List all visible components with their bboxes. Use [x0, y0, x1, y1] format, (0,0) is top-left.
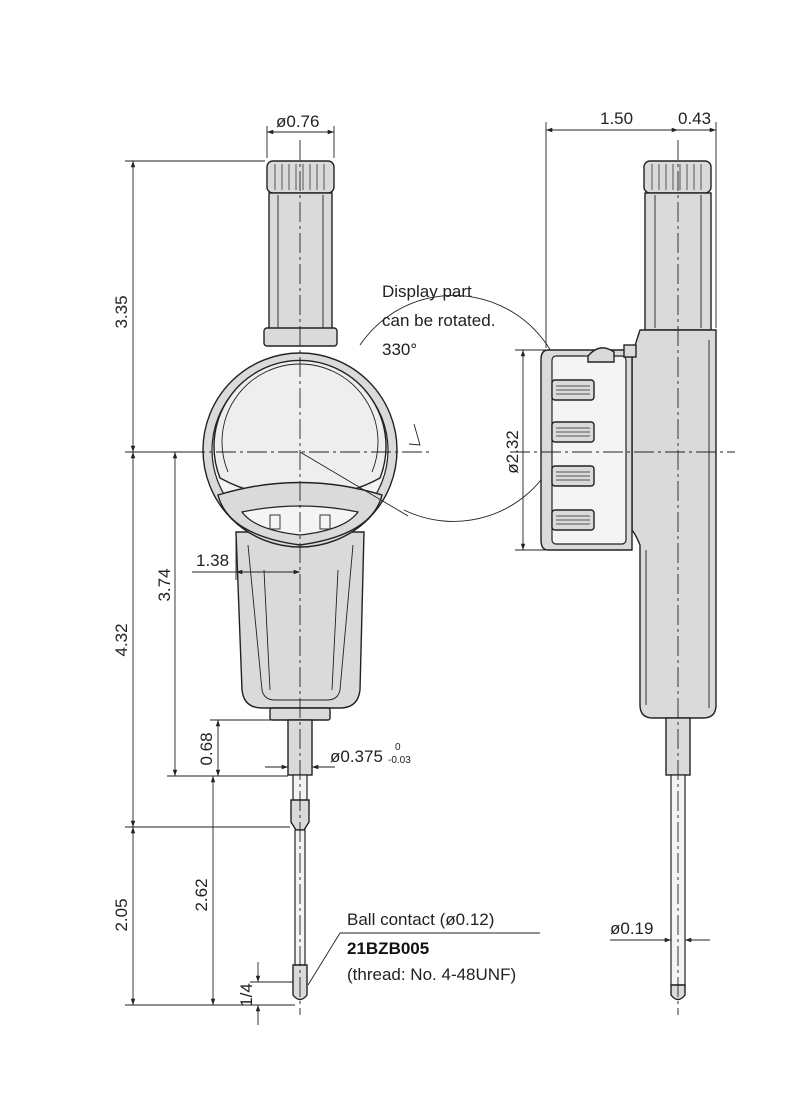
- dim-height-lower: 4.32: [112, 623, 131, 656]
- front-view: [185, 140, 567, 1015]
- dim-spindle-diameter: ø0.19: [610, 919, 653, 938]
- dim-stem-tol-lower: -0.03: [388, 755, 411, 766]
- dim-offset: 1.38: [196, 551, 229, 570]
- ball-contact-thread: (thread: No. 4-48UNF): [347, 965, 516, 984]
- front-upper-stem: [268, 192, 333, 331]
- dim-spindle-length: 2.05: [112, 898, 131, 931]
- dim-stem-tol-upper: 0: [395, 742, 401, 753]
- dim-thread: 1/4: [237, 983, 256, 1007]
- rotation-note-line-3: 330°: [382, 340, 417, 359]
- dim-contact-length: 2.62: [192, 878, 211, 911]
- dim-height-upper: 3.35: [112, 295, 131, 328]
- ball-contact-part: 21BZB005: [347, 939, 429, 958]
- side-buttons: [551, 379, 595, 531]
- dim-center-to-stem: 3.74: [155, 568, 174, 601]
- side-view: [510, 140, 735, 1015]
- side-dimensions: [515, 122, 717, 943]
- front-cap-knurl: [274, 164, 325, 190]
- rotation-note-line-1: Display part: [382, 282, 472, 301]
- front-dimensions: [125, 126, 540, 1025]
- dim-display-diameter: ø2.32: [503, 430, 522, 473]
- rotation-note-line-2: can be rotated.: [382, 311, 495, 330]
- dim-stem-diameter: ø0.375: [330, 747, 383, 766]
- ball-contact-label: Ball contact (ø0.12): [347, 910, 494, 929]
- dim-back: 0.43: [678, 109, 711, 128]
- dim-depth: 1.50: [600, 109, 633, 128]
- dim-head-diameter: ø0.76: [276, 112, 319, 131]
- dim-stem-length: 0.68: [197, 732, 216, 765]
- side-body: [631, 329, 717, 719]
- side-cap-knurl: [651, 164, 702, 190]
